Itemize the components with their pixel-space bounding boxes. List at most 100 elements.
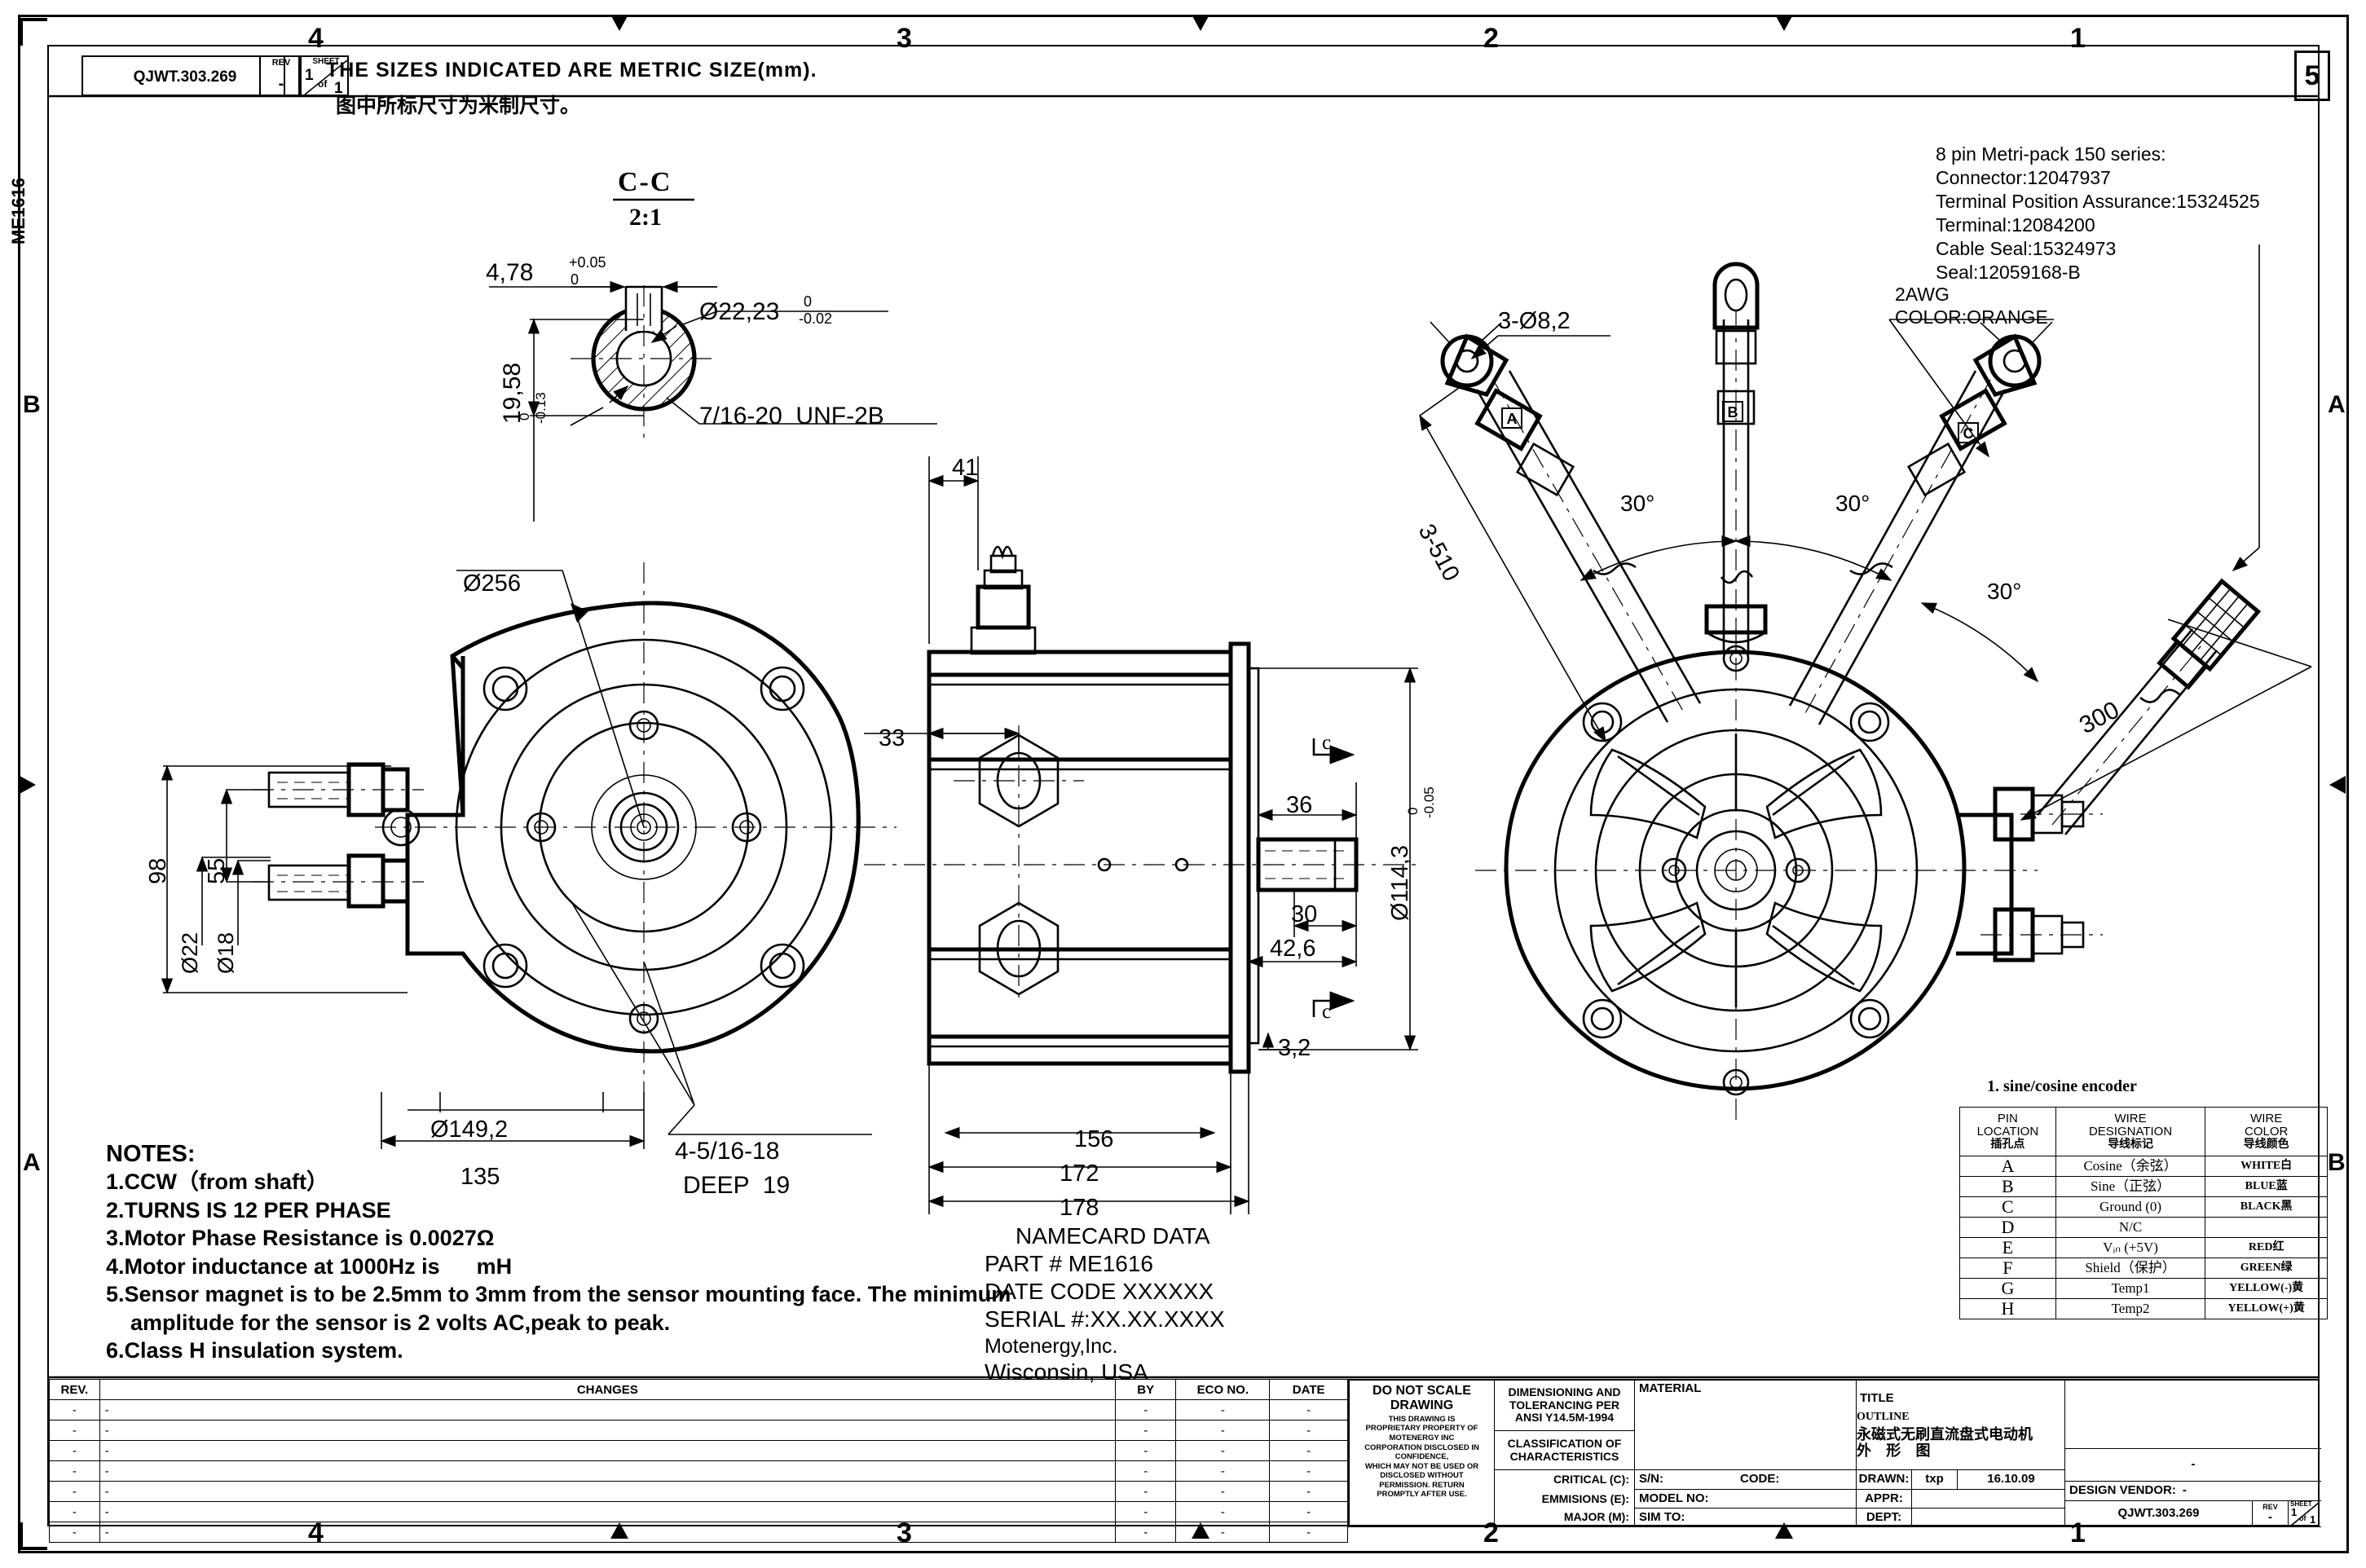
sim-to-label: SIM TO: [1639, 1509, 1685, 1524]
appr-value-cell [1912, 1490, 2065, 1509]
proprietary-statement: THIS DRAWING IS PROPRIETARY PROPERTY OF … [1364, 1414, 1479, 1500]
table-row: ----- [49, 1501, 1348, 1522]
changes-cell: - [99, 1460, 1116, 1482]
detail-cc-bore-tol-up: 0 [804, 293, 813, 310]
drawn-label-cell: DRAWN: [1857, 1470, 1912, 1490]
center-arrow-top-mid [1192, 15, 1209, 31]
drawn-date-value: 16.10.09 [1987, 1472, 2035, 1487]
connector-note-line-6: Seal:12059168-B [1936, 261, 2081, 283]
connector-note-line-3: Terminal Position Assurance:15324525 [1936, 190, 2260, 212]
center-arrow-top-right [1775, 15, 1793, 31]
section-mark-c-bottom: c [1322, 1001, 1332, 1023]
classification-cell: CLASSIFICATION OF CHARACTERISTICS [1495, 1431, 1635, 1470]
pin-designation: Ground (0) [2055, 1196, 2206, 1218]
rev-cell: - [49, 1440, 100, 1461]
note-item-4: 4.Motor inductance at 1000Hz is mH [106, 1253, 513, 1279]
left-view-height-55: 55 [204, 857, 230, 884]
header-sheet-of: of [318, 78, 328, 90]
by-cell: - [1114, 1501, 1177, 1522]
pin-designation: Vᵢₙ (+5V) [2055, 1237, 2206, 1258]
mid-view-dim-30: 30 [1291, 901, 1318, 927]
pin-location: G [1959, 1278, 2056, 1299]
title-cn-line2: 外 形 图 [1857, 1442, 1936, 1460]
pin-header-designation: WIRE DESIGNATION 导线标记 [2055, 1107, 2206, 1156]
by-cell: - [1114, 1440, 1177, 1461]
zone-number-bottom-1: 1 [2070, 1517, 2086, 1548]
zone-number-top-2: 2 [1483, 23, 1499, 54]
pin-location: H [1959, 1298, 2056, 1319]
right-view-holes: 3-Ø8,2 [1498, 308, 1571, 334]
header-drawing-number-box: QJWT.303.269 [82, 55, 285, 96]
pin-location: D [1959, 1217, 2056, 1238]
rev-header-date: DATE [1269, 1379, 1348, 1400]
emmisions-label: EMMISIONS (E): [1541, 1491, 1629, 1505]
title-blank-cell [2065, 1381, 2321, 1449]
date-cell: - [1269, 1420, 1348, 1441]
classification-label: CLASSIFICATION OF CHARACTERISTICS [1507, 1436, 1622, 1463]
note-item-6: 6.Class H insulation system. [106, 1338, 403, 1363]
title-sheet-cell: SHEET 1 of 1 [2289, 1501, 2321, 1527]
header-sheet-total: 1 [334, 80, 343, 96]
model-no-cell: MODEL NO: [1635, 1490, 1857, 1509]
table-row: ----- [49, 1460, 1348, 1482]
drawn-by-value: txp [1925, 1472, 1944, 1487]
eco-cell: - [1175, 1440, 1271, 1461]
title-rev-cell: REV - [2253, 1501, 2289, 1527]
metric-note-cn: 图中所标尺寸为米制尺寸。 [336, 94, 581, 117]
mid-view-flange-tol-up: 0 [1405, 807, 1421, 815]
major-label: MAJOR (M): [1563, 1510, 1629, 1524]
note-item-2: 2.TURNS IS 12 PER PHASE [106, 1197, 391, 1222]
pin-assignment-table: PIN LOCATION 插孔点 WIRE DESIGNATION 导线标记 W… [1959, 1107, 2328, 1319]
detail-cc-height-tol-up: 0 [517, 412, 532, 421]
by-cell: - [1114, 1399, 1177, 1420]
namecard-date-code: DATE CODE XXXXXX [985, 1279, 1214, 1305]
by-cell: - [1114, 1460, 1177, 1482]
center-arrow-left [20, 776, 36, 794]
pin-color: BLUE蓝 [2205, 1176, 2328, 1197]
mid-view-dim-42-6: 42,6 [1270, 936, 1316, 962]
left-edge-part-label: ME1616 [8, 178, 29, 244]
header-rev-box: REV - [259, 55, 300, 96]
pin-location: A [1959, 1156, 2056, 1177]
drawn-date-cell: 16.10.09 [1958, 1470, 2065, 1490]
pin-color [2205, 1217, 2328, 1238]
detail-cc-thread: 7/16-20 UNF-2B [699, 403, 884, 429]
right-view-angle-2: 30° [1835, 491, 1870, 516]
code-label: CODE: [1740, 1472, 1780, 1487]
eco-cell: - [1175, 1460, 1271, 1482]
eco-cell: - [1175, 1481, 1271, 1502]
left-view-thread-callout: 4-5/16-18 [675, 1138, 780, 1165]
namecard-title: NAMECARD DATA [1016, 1223, 1210, 1249]
pin-designation: Temp1 [2055, 1278, 2206, 1299]
pin-color: YELLOW(+)黄 [2205, 1298, 2328, 1319]
do-not-scale-line1: DO NOT SCALE [1372, 1384, 1471, 1398]
zone-letter-left-a: A [23, 1149, 41, 1176]
rev-cell: - [49, 1420, 100, 1441]
eco-cell: - [1175, 1420, 1271, 1441]
dimensioning-standard: DIMENSIONING AND TOLERANCING PER ANSI Y1… [1508, 1385, 1621, 1425]
connector-note-line-5: Cable Seal:15324973 [1936, 237, 2117, 259]
left-view-fitting-d18: Ø18 [214, 932, 238, 974]
metric-note-en: THE SIZES INDICATED ARE METRIC SIZE(mm). [326, 59, 817, 81]
changes-cell: - [99, 1501, 1116, 1522]
left-view-width: 135 [460, 1164, 500, 1190]
title-sheet-label: SHEET [2290, 1501, 2312, 1508]
detail-cc-bore-tol-dn: -0.02 [799, 311, 833, 327]
zone-letter-left-b: B [23, 391, 41, 418]
connector-note-line-4: Terminal:12084200 [1936, 214, 2095, 236]
note-item-1: 1.CCW（from shaft） [106, 1169, 329, 1194]
table-row: ----- [49, 1420, 1348, 1441]
notes-title: NOTES: [106, 1141, 196, 1167]
title-sheet-of: of [2299, 1514, 2307, 1522]
detail-cc-height-tol-dn: -0.13 [533, 392, 549, 424]
changes-cell: - [99, 1440, 1116, 1461]
pin-location: E [1959, 1237, 2056, 1258]
rev-cell: - [49, 1460, 100, 1482]
changes-cell: - [99, 1399, 1116, 1420]
title-dash: - [2191, 1457, 2196, 1472]
right-view-angle-1: 30° [1620, 491, 1655, 516]
design-vendor-cell: DESIGN VENDOR: - [2065, 1482, 2321, 1501]
